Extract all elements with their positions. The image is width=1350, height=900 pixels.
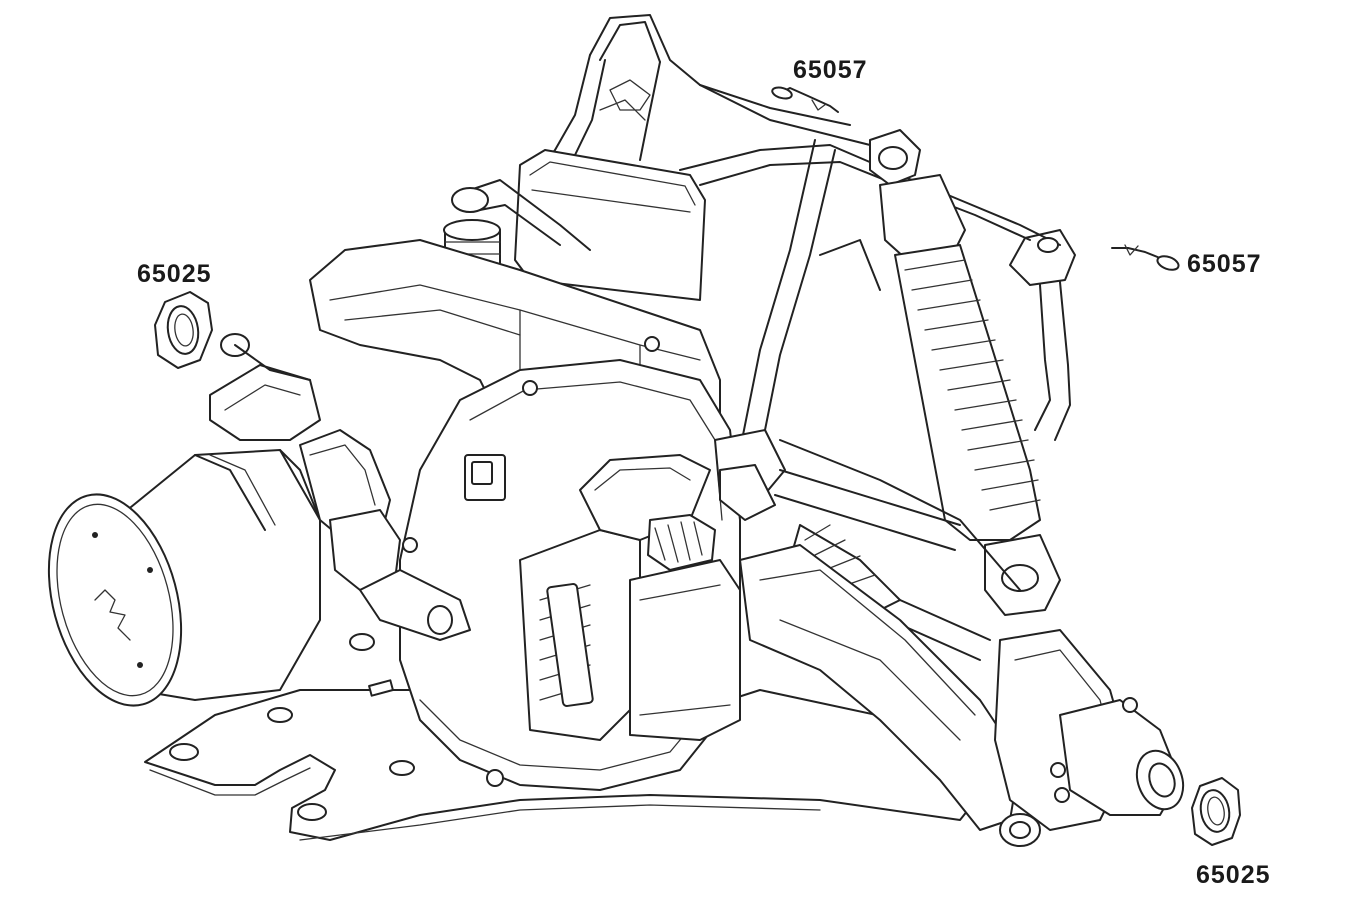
air-filter-canister xyxy=(47,333,471,707)
part-number-label: 65057 xyxy=(793,56,868,84)
rear-suspension xyxy=(714,129,1185,847)
hex-nut-right xyxy=(1191,777,1241,846)
hex-nut-left xyxy=(154,291,213,369)
body-clip-right xyxy=(1111,244,1180,271)
body-clip-top xyxy=(771,86,839,113)
part-number-label: 65025 xyxy=(1196,861,1271,889)
part-number-label: 65057 xyxy=(1187,250,1262,278)
part-number-label: 65025 xyxy=(137,260,212,288)
